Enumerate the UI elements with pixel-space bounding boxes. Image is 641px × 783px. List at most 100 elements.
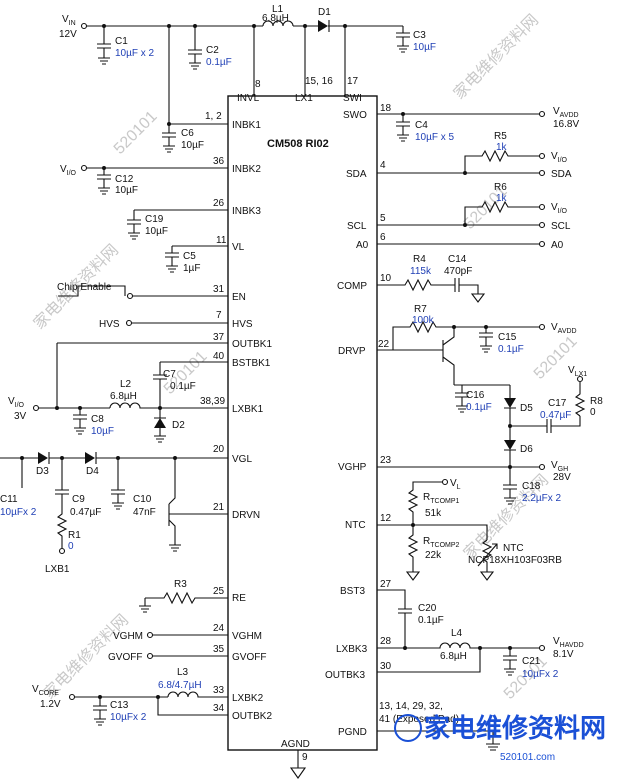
hvs-terminal xyxy=(125,319,133,327)
c3-ref: C3 xyxy=(413,30,426,41)
pin-num-outbk3: 30 xyxy=(380,661,392,672)
c19-ref: C19 xyxy=(145,214,164,225)
c1-ref: C1 xyxy=(115,36,128,47)
c21-ref: C21 xyxy=(522,656,541,667)
pin-outbk1: OUTBK1 xyxy=(232,339,272,350)
pin-re: RE xyxy=(232,593,246,604)
c9-ref: C9 xyxy=(72,494,85,505)
d5-diode xyxy=(504,398,516,408)
pin-inbk3: INBK3 xyxy=(232,206,261,217)
c18-ref: C18 xyxy=(522,481,541,492)
l3-value: 6.8/4.7µH xyxy=(158,680,202,691)
sda-net-label: SDA xyxy=(551,169,572,180)
r3-ground xyxy=(139,598,151,613)
c4-value: 10µF x 5 xyxy=(415,132,455,143)
l4-inductor xyxy=(377,642,539,649)
d3-wire xyxy=(48,452,85,464)
pin-num-re: 25 xyxy=(213,586,225,597)
pin-num-vgl: 20 xyxy=(213,444,225,455)
vio-r5-terminal xyxy=(538,152,546,160)
left-side-circuits: 1, 2 INBK1 C6 10µF VI/O 36 INBK2 C12 10µ… xyxy=(0,111,310,779)
l3-inductor xyxy=(167,691,228,698)
c16-capacitor xyxy=(455,385,469,413)
l1-ref: L1 xyxy=(272,4,284,15)
c19-value: 10µF xyxy=(145,226,168,237)
pin-num-comp: 10 xyxy=(380,273,392,284)
c12-value: 10µF xyxy=(115,185,138,196)
c16-value: 0.1µF xyxy=(466,402,492,413)
vghm-terminal xyxy=(146,631,154,639)
pin-inbk1: INBK1 xyxy=(232,120,261,131)
c2-capacitor xyxy=(188,26,202,70)
c6-ref: C6 xyxy=(181,128,194,139)
pin-num-hvs: 7 xyxy=(216,310,222,321)
pin-num-vghp: 23 xyxy=(380,455,392,466)
l4-value: 6.8µH xyxy=(440,651,467,662)
vin-terminal xyxy=(80,22,88,30)
pin-ntc: NTC xyxy=(345,520,366,531)
scl-net-label: SCL xyxy=(551,221,571,232)
vin-label: VIN xyxy=(62,14,76,27)
vio-r5-label: VI/O xyxy=(551,151,568,164)
pin-lxbk1: LXBK1 xyxy=(232,404,264,415)
pin-num-a0: 6 xyxy=(380,232,386,243)
pin-agnd: AGND xyxy=(281,739,310,750)
c19-capacitor xyxy=(127,209,228,240)
vavdd-out-label: VAVDD xyxy=(553,106,579,119)
pin-lxbk3: LXBK3 xyxy=(336,644,368,655)
l2-ref: L2 xyxy=(120,379,132,390)
d2-ref: D2 xyxy=(172,420,185,431)
r5-resistor xyxy=(464,149,539,173)
d4-wire xyxy=(95,452,228,464)
pin-num-pgnd-line1: 13, 14, 29, 32, xyxy=(379,701,443,712)
c16-ref: C16 xyxy=(466,390,485,401)
c15-value: 0.1µF xyxy=(498,344,524,355)
pin-gvoff: GVOFF xyxy=(232,652,266,663)
rtcomp2-value: 22k xyxy=(425,550,442,561)
vgh-value: 28V xyxy=(553,472,571,483)
r6-value: 1k xyxy=(496,193,508,204)
comp-ground xyxy=(470,293,486,303)
pin-num-agnd: 9 xyxy=(302,752,308,763)
pin-num-en: 31 xyxy=(213,284,225,295)
d1-cathode-wire xyxy=(328,20,403,32)
c15-capacitor xyxy=(479,327,493,353)
pin-num-scl: 5 xyxy=(380,213,386,224)
pin-num-inbk3: 26 xyxy=(213,198,225,209)
d6-diode xyxy=(504,440,516,450)
r8-resistor xyxy=(574,382,586,417)
vl-terminal xyxy=(441,478,449,486)
pin-scl: SCL xyxy=(347,221,367,232)
pin-num-lxbk1: 38,39 xyxy=(200,396,225,407)
c9-capacitor xyxy=(55,458,69,503)
r7-ref: R7 xyxy=(414,304,427,315)
c17-value: 0.47µF xyxy=(540,410,571,421)
vcore-terminal xyxy=(68,693,76,701)
outbk3-wire xyxy=(377,648,481,673)
d6-cathode-wire xyxy=(504,449,516,467)
c20-value: 0.1µF xyxy=(418,615,444,626)
pin-num-drvn: 21 xyxy=(213,502,225,513)
l2-value: 6.8µH xyxy=(110,391,137,402)
vghm-net-label: VGHM xyxy=(113,631,143,642)
c10-ref: C10 xyxy=(133,494,152,505)
d6-ref: D6 xyxy=(520,444,533,455)
pin-num-swi: 17 xyxy=(347,76,359,87)
c2-value: 0.1µF xyxy=(206,57,232,68)
c15-ref: C15 xyxy=(498,332,517,343)
pin-vghp: VGHP xyxy=(338,462,367,473)
c5-value: 1µF xyxy=(183,263,200,274)
lxb1-terminal xyxy=(58,547,66,555)
lxb1-label: LXB1 xyxy=(45,564,70,575)
c7-ref: C7 xyxy=(163,369,176,380)
c6-capacitor xyxy=(162,124,176,153)
l1-inductor xyxy=(262,20,294,27)
vavdd-drvp-terminal xyxy=(538,323,546,331)
vgh-label: VGH xyxy=(551,460,568,473)
pin-bstbk1: BSTBK1 xyxy=(232,358,271,369)
pin-num-gvoff: 35 xyxy=(213,644,225,655)
pin-hvs: HVS xyxy=(232,319,253,330)
pin-inbk2: INBK2 xyxy=(232,164,261,175)
rtcomp2-resistor xyxy=(405,525,421,581)
